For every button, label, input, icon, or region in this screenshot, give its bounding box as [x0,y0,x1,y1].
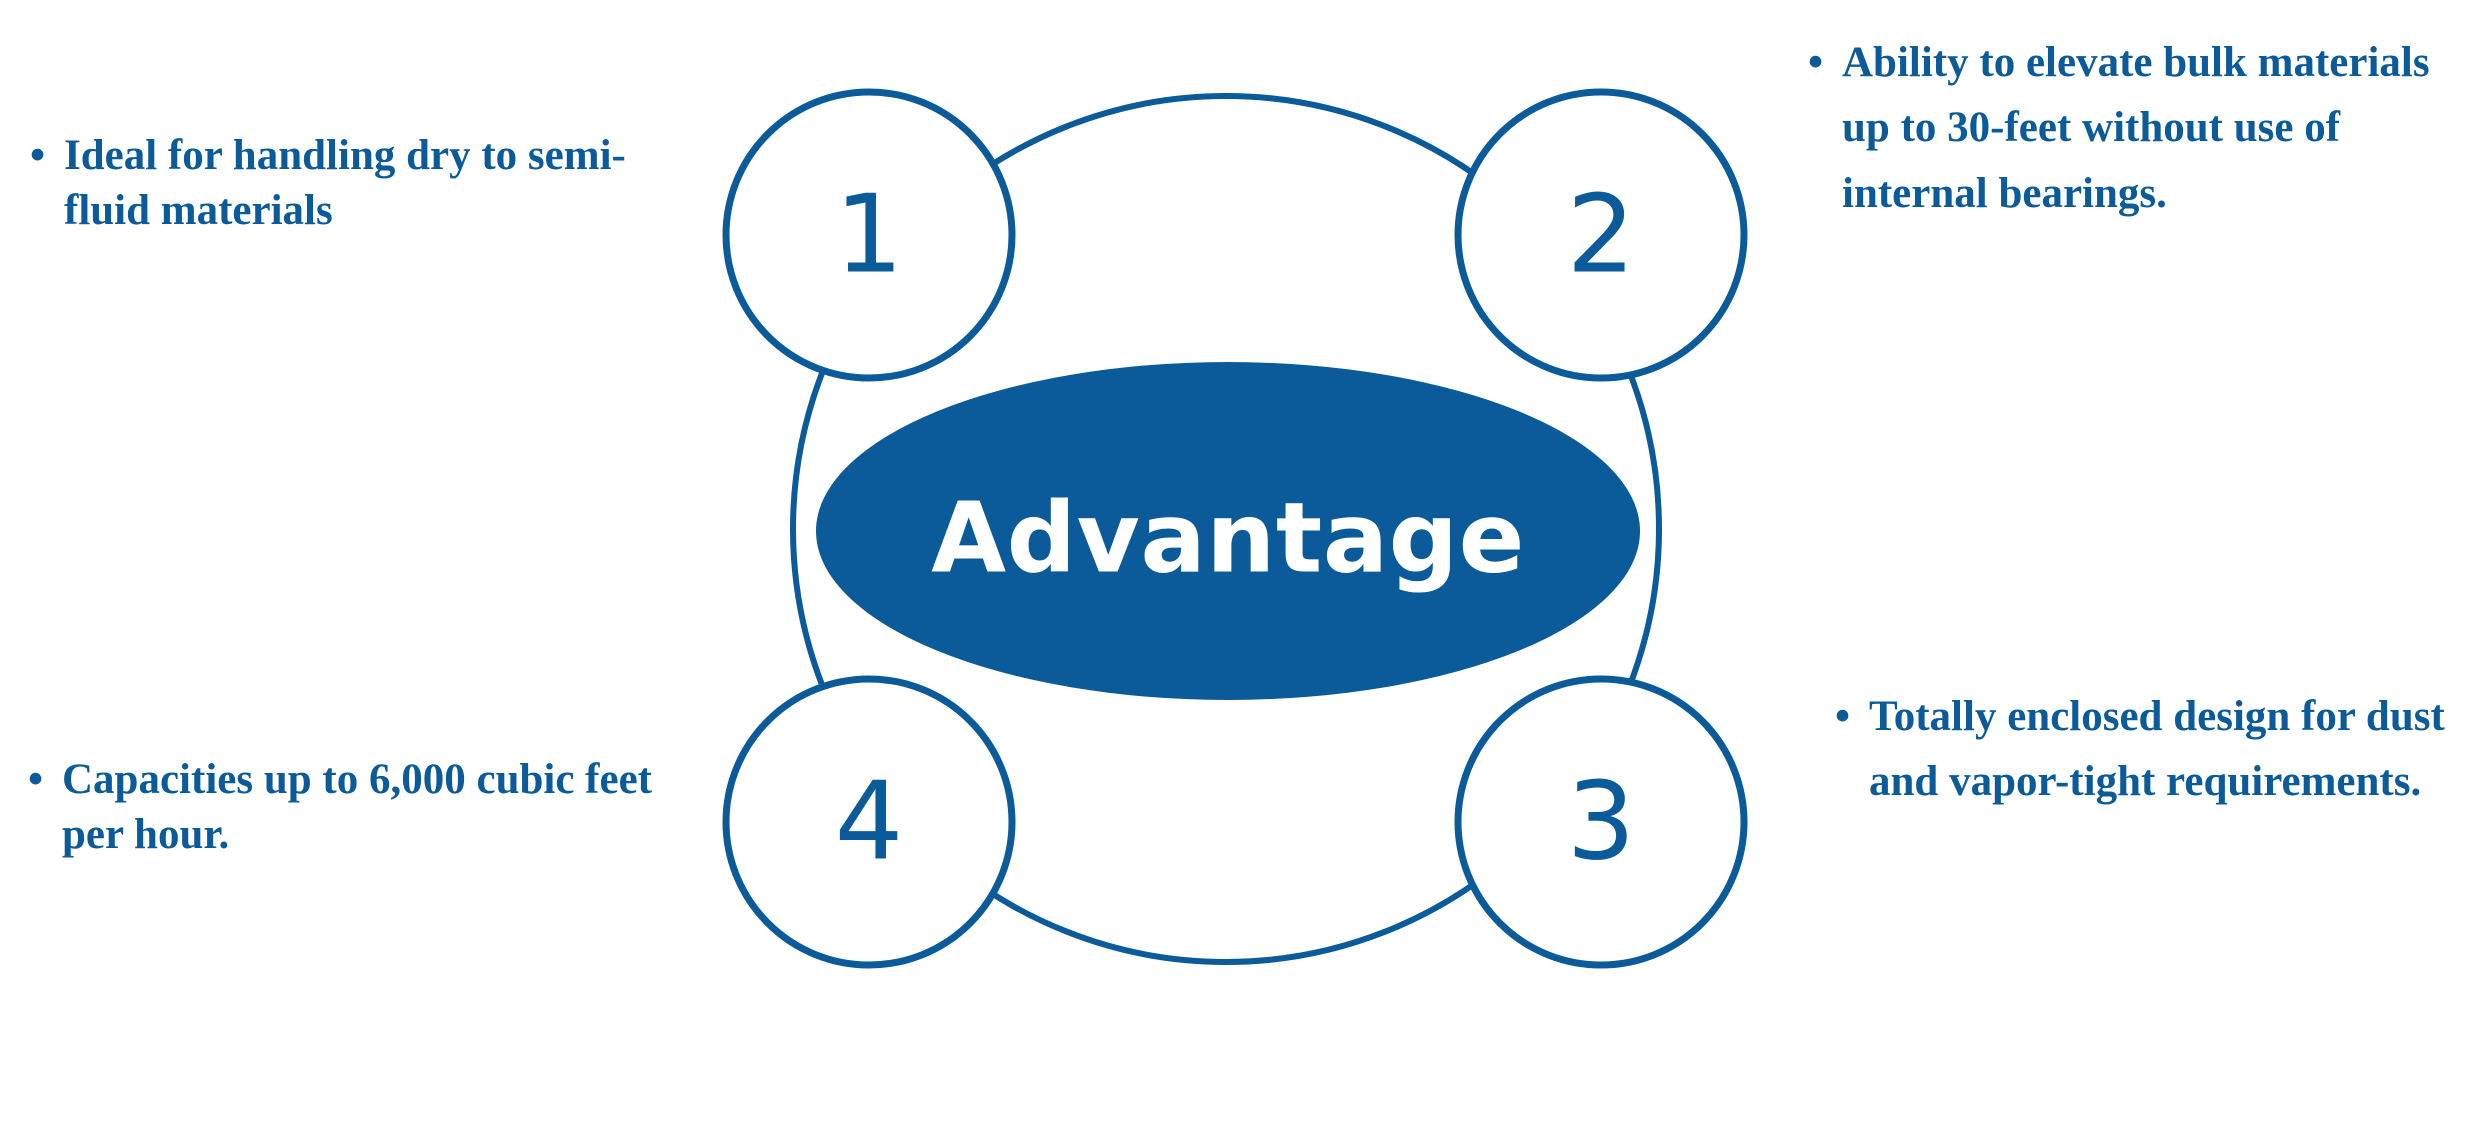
node-circle-3[interactable] [1454,675,1748,969]
bullet-text-1: Ideal for handling dry to semi-fluid mat… [64,132,626,235]
node-circle-2[interactable] [1454,88,1748,382]
bullet-marker-icon: • [30,132,46,179]
center-ellipse[interactable] [816,362,1640,700]
bullet-marker-icon: • [1835,693,1851,740]
node-number-4: 4 [835,760,904,885]
outer-ring [790,93,1662,965]
node-number-3: 3 [1567,760,1636,885]
node-circle-1[interactable] [722,88,1016,382]
node-number-1: 1 [835,173,904,298]
bullet-text-4: Capacities up to 6,000 cubic feet per ho… [62,756,652,859]
bullet-item-4: • Capacities up to 6,000 cubic feet per … [28,752,708,862]
bullet-item-3: • Totally enclosed design for dust and v… [1835,684,2455,815]
node-circle-4[interactable] [722,675,1016,969]
bullet-text-3: Totally enclosed design for dust and vap… [1869,693,2445,806]
bullet-marker-icon: • [28,756,44,803]
center-label: Advantage [931,482,1525,595]
bullet-item-1: • Ideal for handling dry to semi-fluid m… [30,128,670,238]
bullet-text-2: Ability to elevate bulk materials up to … [1842,39,2430,217]
bullet-item-2: • Ability to elevate bulk materials up t… [1808,30,2448,226]
node-number-2: 2 [1567,173,1636,298]
bullet-marker-icon: • [1808,39,1824,86]
